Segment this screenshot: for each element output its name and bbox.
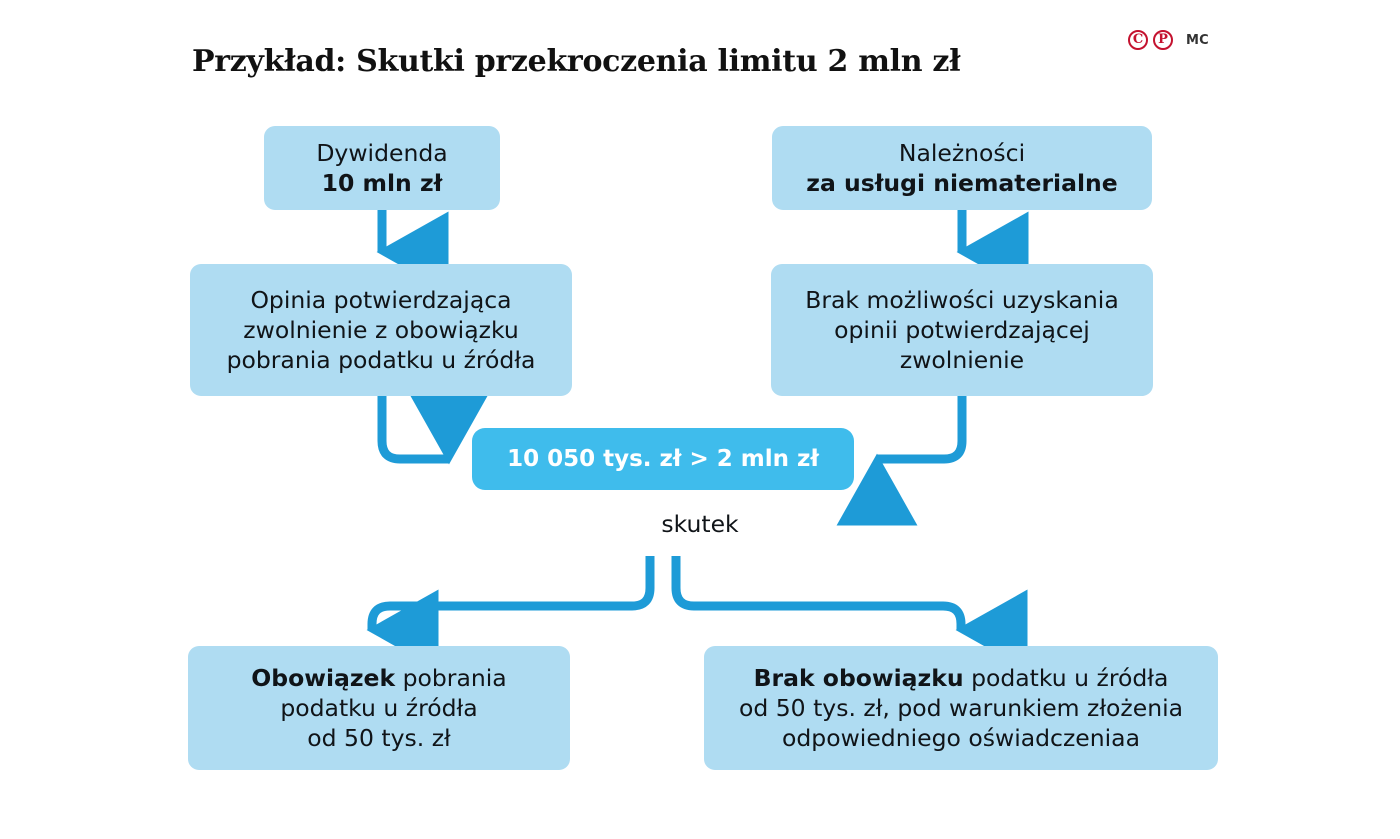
node-opinia-line3: pobrania podatku u źródła: [226, 346, 536, 374]
node-naleznosci-line2: za usługi niematerialne: [806, 169, 1118, 197]
node-dywidenda[interactable]: Dywidenda 10 mln zł: [264, 126, 500, 210]
node-brak-obowiazku-line1: Brak obowiązku podatku u źródła: [754, 663, 1169, 693]
node-obowiazek[interactable]: Obowiązek pobrania podatku u źródła od 5…: [188, 646, 570, 770]
copyright-p-icon: P: [1153, 30, 1173, 50]
node-limit-line1: 10 050 tys. zł > 2 mln zł: [507, 446, 819, 472]
node-brak-mozliwosci-line3: zwolnienie: [899, 346, 1025, 374]
node-opinia-line2: zwolnienie z obowiązku: [243, 316, 519, 344]
node-naleznosci[interactable]: Należności za usługi niematerialne: [772, 126, 1152, 210]
node-brak-mozliwosci-line2: opinii potwierdzającej: [834, 316, 1090, 344]
page-title: Przykład: Skutki przekroczenia limitu 2 …: [192, 44, 961, 79]
arrow-skutek-to-brak-obowiazku: [671, 556, 1028, 671]
arrow-opinia-to-limit: [377, 392, 490, 465]
copyright-c-icon: C: [1128, 30, 1148, 50]
node-brak-obowiazku-line2: od 50 tys. zł, pod warunkiem złożenia: [738, 694, 1184, 722]
edge-label-skutek: skutek: [661, 510, 739, 538]
node-brak-obowiazku-line3: odpowiedniego oświadczeniaa: [782, 724, 1140, 752]
node-dywidenda-line1: Dywidenda: [316, 139, 448, 167]
publisher-logo: C P MC: [1128, 30, 1209, 50]
node-obowiazek-line1-bold: Obowiązek: [251, 664, 396, 692]
node-opinia-potwierdzajaca[interactable]: Opinia potwierdzająca zwolnienie z obowi…: [190, 264, 572, 396]
logo-label: MC: [1186, 32, 1209, 48]
node-brak-obowiazku[interactable]: Brak obowiązku podatku u źródła od 50 ty…: [704, 646, 1218, 770]
node-brak-mozliwosci[interactable]: Brak możliwości uzyskania opinii potwier…: [771, 264, 1153, 396]
node-naleznosci-line1: Należności: [898, 139, 1026, 167]
node-obowiazek-line3: od 50 tys. zł: [307, 724, 451, 752]
node-obowiazek-line1-rest: pobrania: [395, 664, 507, 692]
node-brak-mozliwosci-line1: Brak możliwości uzyskania: [805, 286, 1119, 314]
node-obowiazek-line2: podatku u źródła: [280, 694, 478, 722]
node-dywidenda-line2: 10 mln zł: [321, 169, 443, 197]
node-opinia-line1: Opinia potwierdzająca: [250, 286, 512, 314]
arrow-skutek-to-obowiazek: [366, 556, 655, 671]
node-brak-obowiazku-line1-bold: Brak obowiązku: [753, 664, 964, 692]
node-limit-exceeded[interactable]: 10 050 tys. zł > 2 mln zł: [472, 428, 854, 490]
node-obowiazek-line1: Obowiązek pobrania: [251, 663, 506, 693]
node-brak-obowiazku-line1-rest: podatku u źródła: [963, 664, 1169, 692]
arrow-brak-to-limit: [836, 396, 967, 526]
